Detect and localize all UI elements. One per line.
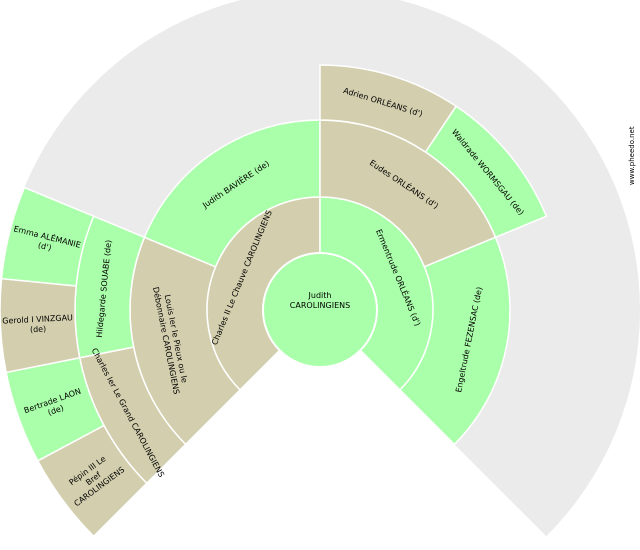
ancestor-sector-waldrade[interactable] xyxy=(424,105,548,239)
ancestor-label-gerold: Gerold I VINZGAU(de) xyxy=(2,313,73,335)
site-credit-text: www.pheedo.net xyxy=(628,126,636,185)
ancestor-sectors xyxy=(0,64,548,538)
root-person-surname: CAROLINGIENS xyxy=(290,301,350,310)
root-person-circle[interactable] xyxy=(262,252,378,368)
site-credit: www.pheedo.net xyxy=(628,126,636,185)
root-person-name: Judith xyxy=(308,291,332,300)
ancestor-sector-engeltrude[interactable] xyxy=(398,236,511,446)
ancestor-sector-emma[interactable] xyxy=(0,186,95,287)
ancestor-name-line: (d') xyxy=(37,241,52,253)
ancestor-name-line: (de) xyxy=(30,325,47,335)
ancestor-name-line: Gerold I VINZGAU xyxy=(2,313,73,325)
